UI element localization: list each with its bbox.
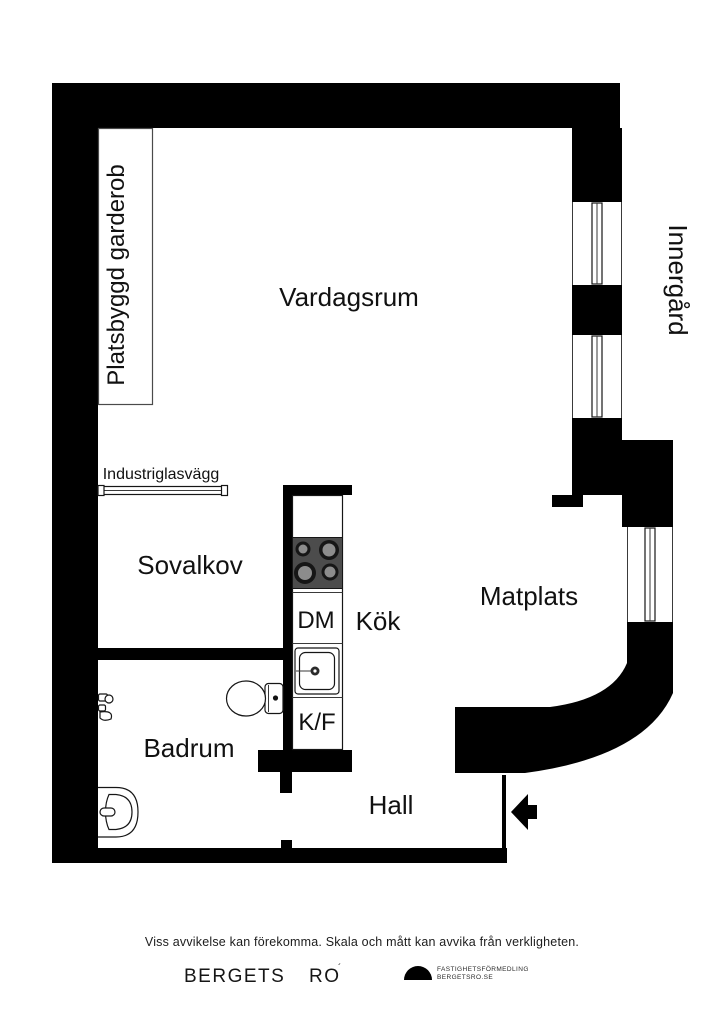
glass-wall-symbol [97,484,229,497]
agency-dome-icon [404,966,432,980]
floorplan-drawing: Vardagsrum Platsbyggd garderob Innergård… [52,83,693,863]
wall-bathroom-divider [98,648,283,660]
wall-left [52,83,98,863]
wall-bottom [52,848,507,863]
wall-right-upper [572,128,622,202]
label-glass-wall: Industriglasvägg [103,466,220,483]
tap-icon [97,693,114,721]
kitchen-counter [291,494,344,751]
wall-hall-block [258,750,352,772]
walls [52,83,673,863]
disclaimer-text: Viss avvikelse kan förekomma. Skala och … [144,935,580,949]
sink-icon [294,647,340,695]
wardrobe-box [97,127,154,406]
toilet-icon [225,680,284,717]
entrance-arrow-icon [511,794,537,830]
wall-kitchen-side [283,495,292,750]
label-dishwasher: DM [297,607,334,634]
label-courtyard: Innergård [663,224,693,335]
window-1 [572,202,622,285]
window-2 [572,335,622,418]
agency-line2: BERGETSRO.SE [437,974,494,981]
wall-bathdoor-stub [281,840,292,849]
brand-logo-ro: RO [309,966,341,987]
stove-icon [292,537,343,589]
wall-entry-jamb [502,775,506,848]
label-wardrobe: Platsbyggd garderob [103,164,130,385]
label-kitchen: Kök [356,606,402,636]
wall-kitchen-top [283,485,352,495]
brand-logo-bergets: BERGETS [184,966,286,987]
washbasin-icon [98,786,139,838]
label-dining: Matplats [480,581,578,611]
windows [572,202,673,622]
wall-right-tab [552,495,583,507]
agency-line1: FASTIGHETSFÖRMEDLING [437,966,529,973]
wall-right-pier [572,285,622,335]
labels: Vardagsrum Platsbyggd garderob Innergård… [103,164,693,820]
wall-right-lower [572,418,622,495]
wall-right-wide [622,440,673,527]
wall-top [52,83,620,128]
agency-text: FASTIGHETSFÖRMEDLING BERGETSRO.SE [437,966,529,982]
window-3 [627,527,673,622]
label-sleeping-alcove: Sovalkov [137,550,243,580]
brand-logo-mark: ´ [338,963,342,974]
label-fridge-freezer: K/F [298,709,335,736]
wall-curved [455,622,673,773]
label-hall: Hall [369,790,414,820]
label-living-room: Vardagsrum [279,282,419,312]
label-bathroom: Badrum [143,733,234,763]
wall-bathdoor-upper [280,772,292,793]
